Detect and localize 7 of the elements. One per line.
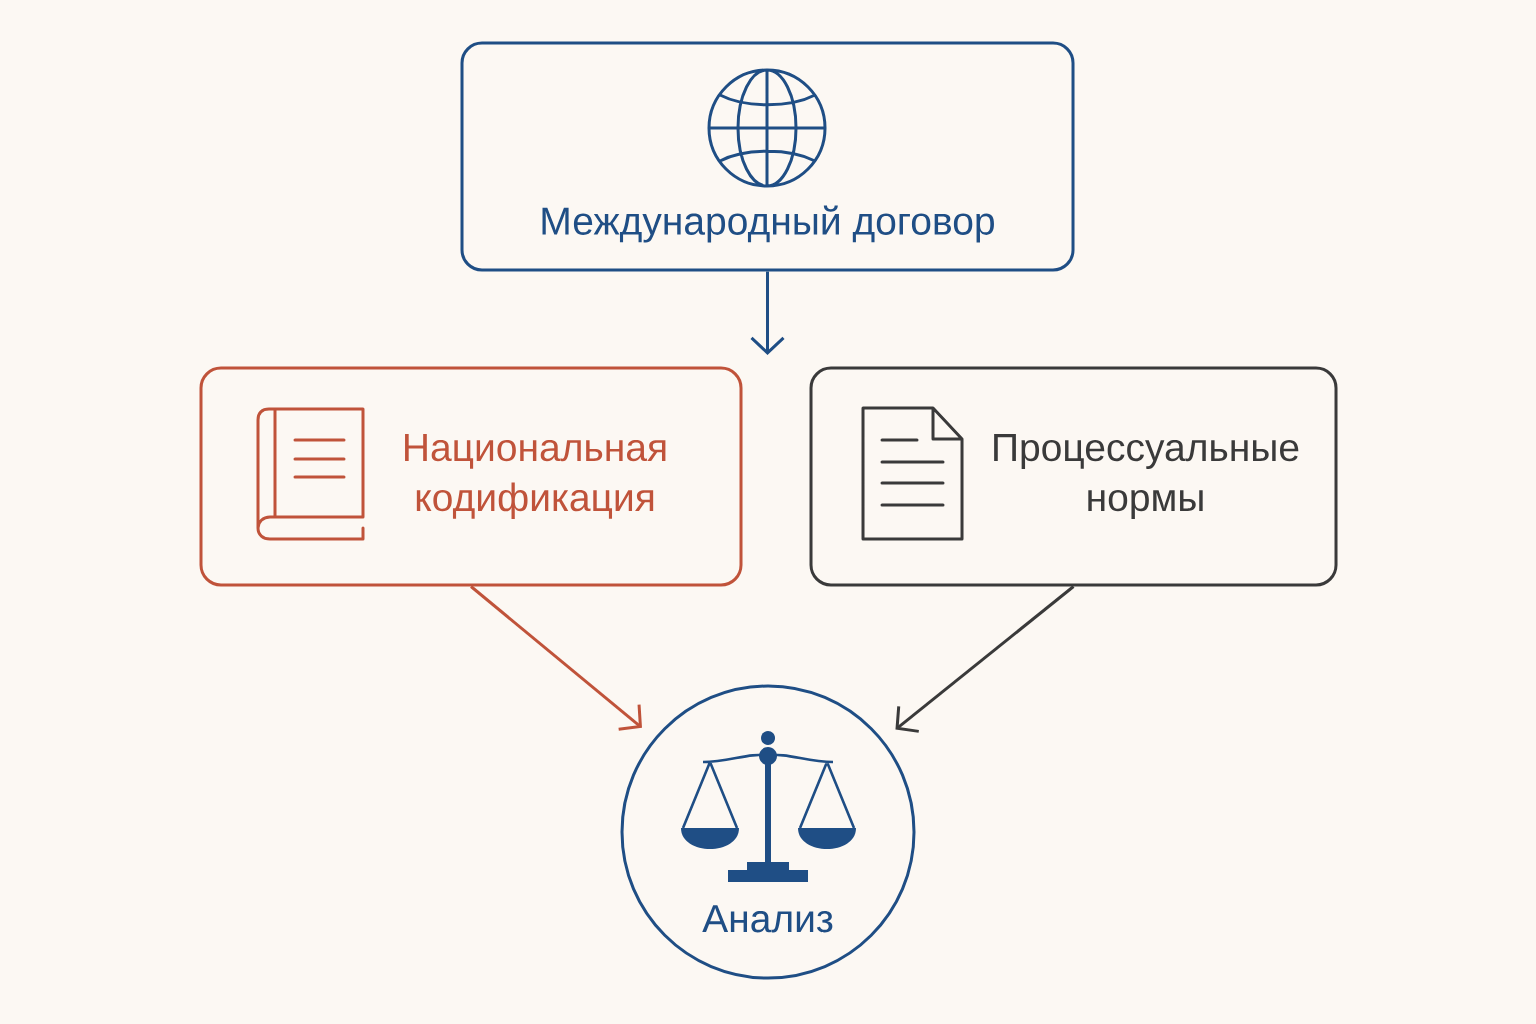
arrow <box>750 271 785 355</box>
arrow <box>895 585 1075 733</box>
rounded-box: Национальная кодификация <box>199 366 743 587</box>
circle-node: Анализ <box>620 684 916 980</box>
rounded-box: Международный договор <box>460 41 1075 272</box>
arrow <box>470 585 642 731</box>
rounded-box: Процессуальные нормы <box>809 366 1338 587</box>
